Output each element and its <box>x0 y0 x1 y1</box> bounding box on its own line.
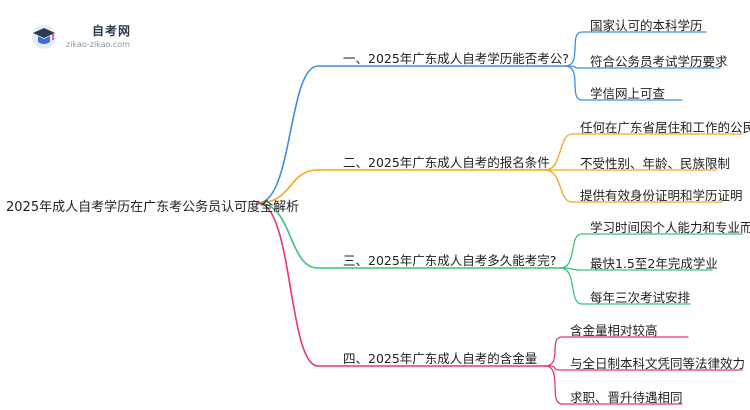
leaf-2-3: 提供有效身份证明和学历证明 <box>580 188 743 203</box>
leaf-1-2: 符合公务员考试学历要求 <box>590 54 728 69</box>
branch-4-label: 四、2025年广东成人自考的含金量 <box>343 351 538 366</box>
connector-leaf-1-3 <box>564 65 583 101</box>
branch-2-label: 二、2025年广东成人自考的报名条件 <box>343 155 550 170</box>
leaf-4-2: 与全日制本科文凭同等法律效力 <box>570 356 746 371</box>
leaf-2-2: 不受性别、年龄、民族限制 <box>580 156 731 171</box>
leaf-1-3: 学信网上可查 <box>590 86 666 101</box>
connector-leaf-1-1 <box>564 31 583 67</box>
graduation-cap-icon <box>32 25 56 49</box>
branch-1-label: 一、2025年广东成人自考学历能否考公? <box>343 51 569 66</box>
root-topic: 2025年成人自考学历在广东考公务员认可度全解析 <box>6 200 300 215</box>
site-logo: 自考网 zikao-zikao.com <box>28 20 148 56</box>
leaf-3-1: 学习时间因个人能力和专业而异 <box>590 220 750 235</box>
connector-leaf-2-3 <box>544 169 573 203</box>
connector-branch-4 <box>257 202 319 367</box>
connector-branch-3 <box>257 202 319 269</box>
logo-title: 自考网 <box>92 24 132 38</box>
leaf-3-3: 每年三次考试安排 <box>590 290 691 305</box>
connector-branch-1 <box>257 65 319 204</box>
connector-leaf-3-1 <box>559 233 583 269</box>
connector-leaf-4-1 <box>544 336 563 367</box>
branch-3-label: 三、2025年广东成人自考多久能考完? <box>343 253 557 268</box>
leaf-2-1: 任何在广东省居住和工作的公民 <box>580 120 750 135</box>
connector-leaf-3-3 <box>559 267 583 305</box>
leaf-4-3: 求职、晋升待遇相同 <box>570 390 683 405</box>
logo-subtitle: zikao-zikao.com <box>66 40 130 49</box>
leaf-4-1: 含金量相对较高 <box>570 323 658 338</box>
connector-branch-2 <box>257 169 319 204</box>
connector-leaf-2-1 <box>544 133 573 171</box>
leaf-3-2: 最快1.5至2年完成学业 <box>590 256 718 271</box>
connector-leaf-4-3 <box>544 365 563 405</box>
leaf-1-1: 国家认可的本科学历 <box>590 18 703 33</box>
